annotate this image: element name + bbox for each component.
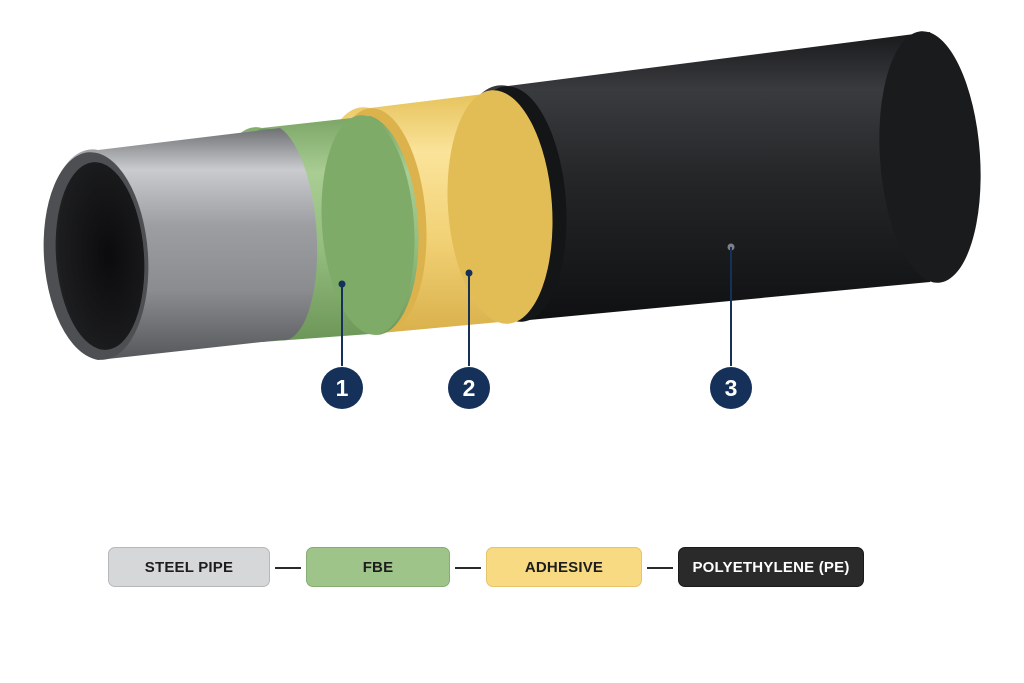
legend-item-adhesive: ADHESIVE [486, 547, 642, 587]
callout-1: 1 [321, 280, 363, 409]
callout-3-marker [710, 367, 752, 409]
steel-pipe [43, 128, 318, 360]
callout-3: 3 [710, 243, 752, 409]
callout-1-marker [321, 367, 363, 409]
legend-item-steel-pipe: STEEL PIPE [108, 547, 270, 587]
callout-2-number: 2 [463, 375, 476, 401]
callout-3-number: 3 [725, 375, 738, 401]
callout-2: 2 [448, 269, 490, 409]
legend-item-polyethylene: POLYETHYLENE (PE) [678, 547, 864, 587]
legend-item-fbe: FBE [306, 547, 450, 587]
callout-2-marker [448, 367, 490, 409]
callout-1-number: 1 [336, 375, 349, 401]
